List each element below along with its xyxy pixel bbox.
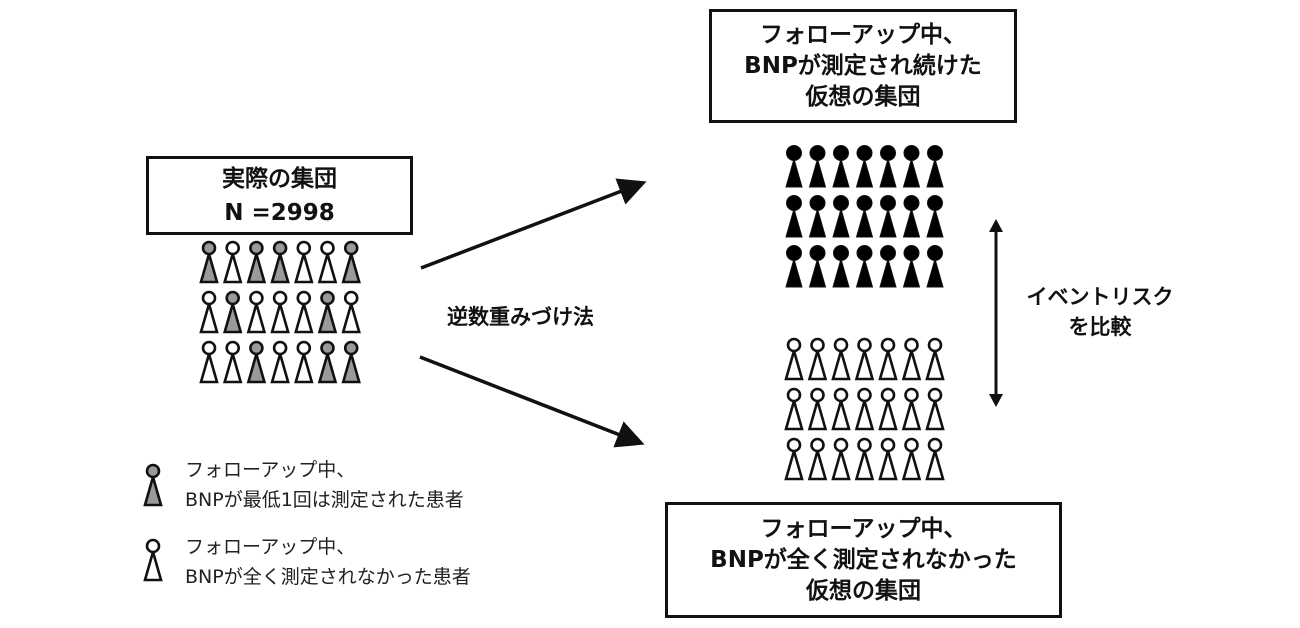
white-person-icon bbox=[294, 340, 314, 384]
black-person-icon bbox=[808, 245, 827, 288]
white-person-icon bbox=[317, 240, 338, 284]
legend-item-measured: フォローアップ中、 BNPが最低1回は測定された患者 bbox=[185, 455, 464, 515]
white-person-icon bbox=[270, 290, 290, 334]
white-person-icon bbox=[831, 437, 851, 481]
white-person-icon bbox=[199, 290, 219, 334]
black-person-icon bbox=[902, 145, 921, 188]
unmeasured-group-line-1: フォローアップ中、 bbox=[760, 515, 967, 542]
black-person-icon bbox=[902, 245, 921, 288]
white-person-icon bbox=[878, 337, 898, 381]
gray-person-icon bbox=[341, 240, 361, 284]
white-person-icon bbox=[294, 290, 314, 334]
white-person-icon bbox=[807, 437, 828, 481]
gray-person-icon bbox=[246, 340, 267, 384]
black-person-icon bbox=[785, 145, 803, 188]
white-person-icon bbox=[143, 538, 163, 582]
white-person-icon bbox=[270, 340, 290, 384]
compare-label-line-2: を比較 bbox=[1068, 315, 1132, 339]
white-person-icon bbox=[807, 387, 828, 431]
gray-person-icon bbox=[341, 340, 361, 384]
white-person-icon bbox=[854, 337, 875, 381]
white-person-icon bbox=[294, 240, 314, 284]
gray-person-icon bbox=[199, 240, 219, 284]
black-person-icon bbox=[855, 245, 874, 288]
black-person-icon bbox=[808, 145, 827, 188]
black-person-icon bbox=[855, 145, 874, 188]
white-person-icon bbox=[925, 387, 945, 431]
black-person-icon bbox=[902, 195, 921, 238]
legend-1-line-1: フォローアップ中、 bbox=[185, 459, 356, 481]
measured-group-figures bbox=[785, 145, 944, 288]
gray-person-icon bbox=[317, 290, 338, 334]
black-person-icon bbox=[832, 195, 850, 238]
actual-group-figures bbox=[199, 240, 361, 384]
arrow-to-unmeasured bbox=[419, 355, 645, 448]
arrow-to-measured bbox=[420, 178, 647, 270]
white-person-icon bbox=[925, 437, 945, 481]
black-person-icon bbox=[879, 245, 897, 288]
black-person-icon bbox=[926, 245, 944, 288]
legend-2-line-2: BNPが全く測定されなかった患者 bbox=[185, 566, 471, 588]
black-person-icon bbox=[832, 145, 850, 188]
gray-person-icon bbox=[143, 463, 163, 507]
gray-person-icon bbox=[317, 340, 338, 384]
actual-group-title: 実際の集団 bbox=[222, 165, 337, 192]
compare-double-arrow bbox=[989, 219, 1003, 407]
black-person-icon bbox=[879, 195, 897, 238]
white-person-icon bbox=[831, 387, 851, 431]
legend-2-line-1: フォローアップ中、 bbox=[185, 536, 356, 558]
white-person-icon bbox=[246, 290, 267, 334]
measured-group-line-3: 仮想の集団 bbox=[805, 83, 921, 110]
white-person-icon bbox=[901, 387, 922, 431]
white-person-icon bbox=[807, 337, 828, 381]
unmeasured-group-box: フォローアップ中、 BNPが全く測定されなかった 仮想の集団 bbox=[665, 502, 1062, 618]
black-person-icon bbox=[832, 245, 850, 288]
measured-group-line-2: BNPが測定され続けた bbox=[744, 52, 982, 79]
white-person-icon bbox=[784, 387, 804, 431]
gray-person-icon bbox=[222, 290, 243, 334]
white-person-icon bbox=[878, 387, 898, 431]
white-person-icon bbox=[222, 240, 243, 284]
gray-person-icon bbox=[246, 240, 267, 284]
black-person-icon bbox=[926, 145, 944, 188]
white-person-icon bbox=[831, 337, 851, 381]
white-person-icon bbox=[901, 337, 922, 381]
legend-icons bbox=[143, 463, 163, 582]
unmeasured-group-line-2: BNPが全く測定されなかった bbox=[710, 546, 1017, 573]
legend-1-line-2: BNPが最低1回は測定された患者 bbox=[185, 489, 464, 511]
white-person-icon bbox=[784, 437, 804, 481]
white-person-icon bbox=[784, 337, 804, 381]
unmeasured-group-line-3: 仮想の集団 bbox=[806, 577, 921, 604]
compare-label-line-1: イベントリスク bbox=[1026, 285, 1174, 309]
legend-item-unmeasured: フォローアップ中、 BNPが全く測定されなかった患者 bbox=[185, 532, 471, 592]
method-label: 逆数重みづけ法 bbox=[447, 305, 594, 329]
black-person-icon bbox=[808, 195, 827, 238]
white-person-icon bbox=[854, 437, 875, 481]
white-person-icon bbox=[222, 340, 243, 384]
white-person-icon bbox=[925, 337, 945, 381]
measured-group-line-1: フォローアップ中、 bbox=[759, 21, 967, 48]
compare-label: イベントリスク を比較 bbox=[1006, 282, 1194, 342]
actual-group-count: N =2998 bbox=[224, 199, 335, 226]
white-person-icon bbox=[878, 437, 898, 481]
gray-person-icon bbox=[270, 240, 290, 284]
white-person-icon bbox=[854, 387, 875, 431]
black-person-icon bbox=[785, 245, 803, 288]
black-person-icon bbox=[785, 195, 803, 238]
black-person-icon bbox=[855, 195, 874, 238]
white-person-icon bbox=[199, 340, 219, 384]
actual-group-box: 実際の集団 N =2998 bbox=[146, 156, 413, 235]
white-person-icon bbox=[341, 290, 361, 334]
black-person-icon bbox=[879, 145, 897, 188]
measured-group-box: フォローアップ中、 BNPが測定され続けた 仮想の集団 bbox=[709, 9, 1017, 123]
white-person-icon bbox=[901, 437, 922, 481]
black-person-icon bbox=[926, 195, 944, 238]
unmeasured-group-figures bbox=[784, 337, 945, 481]
